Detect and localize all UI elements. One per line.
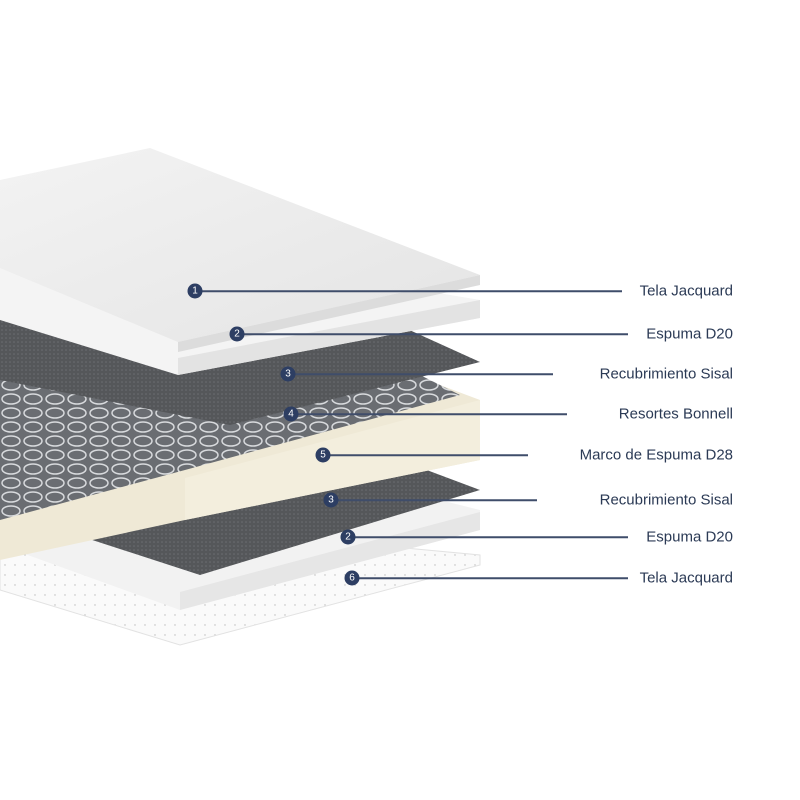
layer-label: Espuma D20 (646, 325, 733, 343)
layer-top-jacquard (0, 148, 480, 342)
layer-number-marker: 3 (280, 366, 296, 382)
layer-number-marker: 2 (340, 529, 356, 545)
callout-line (288, 373, 553, 375)
callout-line (323, 454, 528, 456)
callout-line (195, 290, 622, 292)
callout-line (348, 536, 628, 538)
layer-number-marker: 5 (315, 447, 331, 463)
layer-label: Tela Jacquard (639, 569, 733, 587)
layer-number-marker: 1 (187, 283, 203, 299)
layer-label: Resortes Bonnell (618, 405, 733, 423)
layer-number-marker: 2 (229, 326, 245, 342)
callout-line (291, 413, 567, 415)
layer-label: Espuma D20 (646, 528, 733, 546)
callout-line (237, 333, 628, 335)
layer-label: Recubrimiento Sisal (599, 365, 733, 383)
layer-number-marker: 3 (323, 492, 339, 508)
layer-number-marker: 6 (344, 570, 360, 586)
layer-label: Marco de Espuma D28 (579, 446, 733, 464)
callout-line (352, 577, 628, 579)
layer-label: Recubrimiento Sisal (599, 491, 733, 509)
layer-label: Tela Jacquard (639, 282, 733, 300)
callout-line (331, 499, 537, 501)
layer-number-marker: 4 (283, 406, 299, 422)
